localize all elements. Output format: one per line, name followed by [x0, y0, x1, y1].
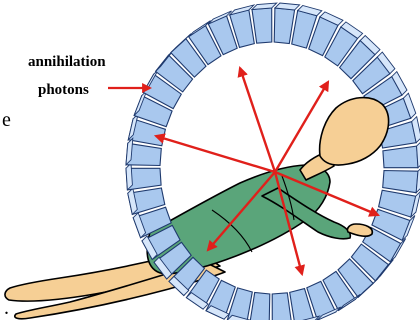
cropped-text-fragment: e	[2, 109, 11, 131]
detector-block	[383, 166, 420, 193]
photon-arrow-1a	[240, 68, 275, 172]
cropped-dot: .	[4, 297, 9, 319]
patient-head	[320, 98, 389, 165]
detector-block	[126, 163, 161, 190]
label-line-2: photons	[38, 82, 89, 98]
patient-hand	[347, 224, 372, 236]
detector-block	[249, 293, 274, 320]
photon-arrow-3a	[156, 136, 275, 172]
detector-block	[252, 3, 277, 43]
label-line-1: annihilation	[28, 54, 106, 70]
